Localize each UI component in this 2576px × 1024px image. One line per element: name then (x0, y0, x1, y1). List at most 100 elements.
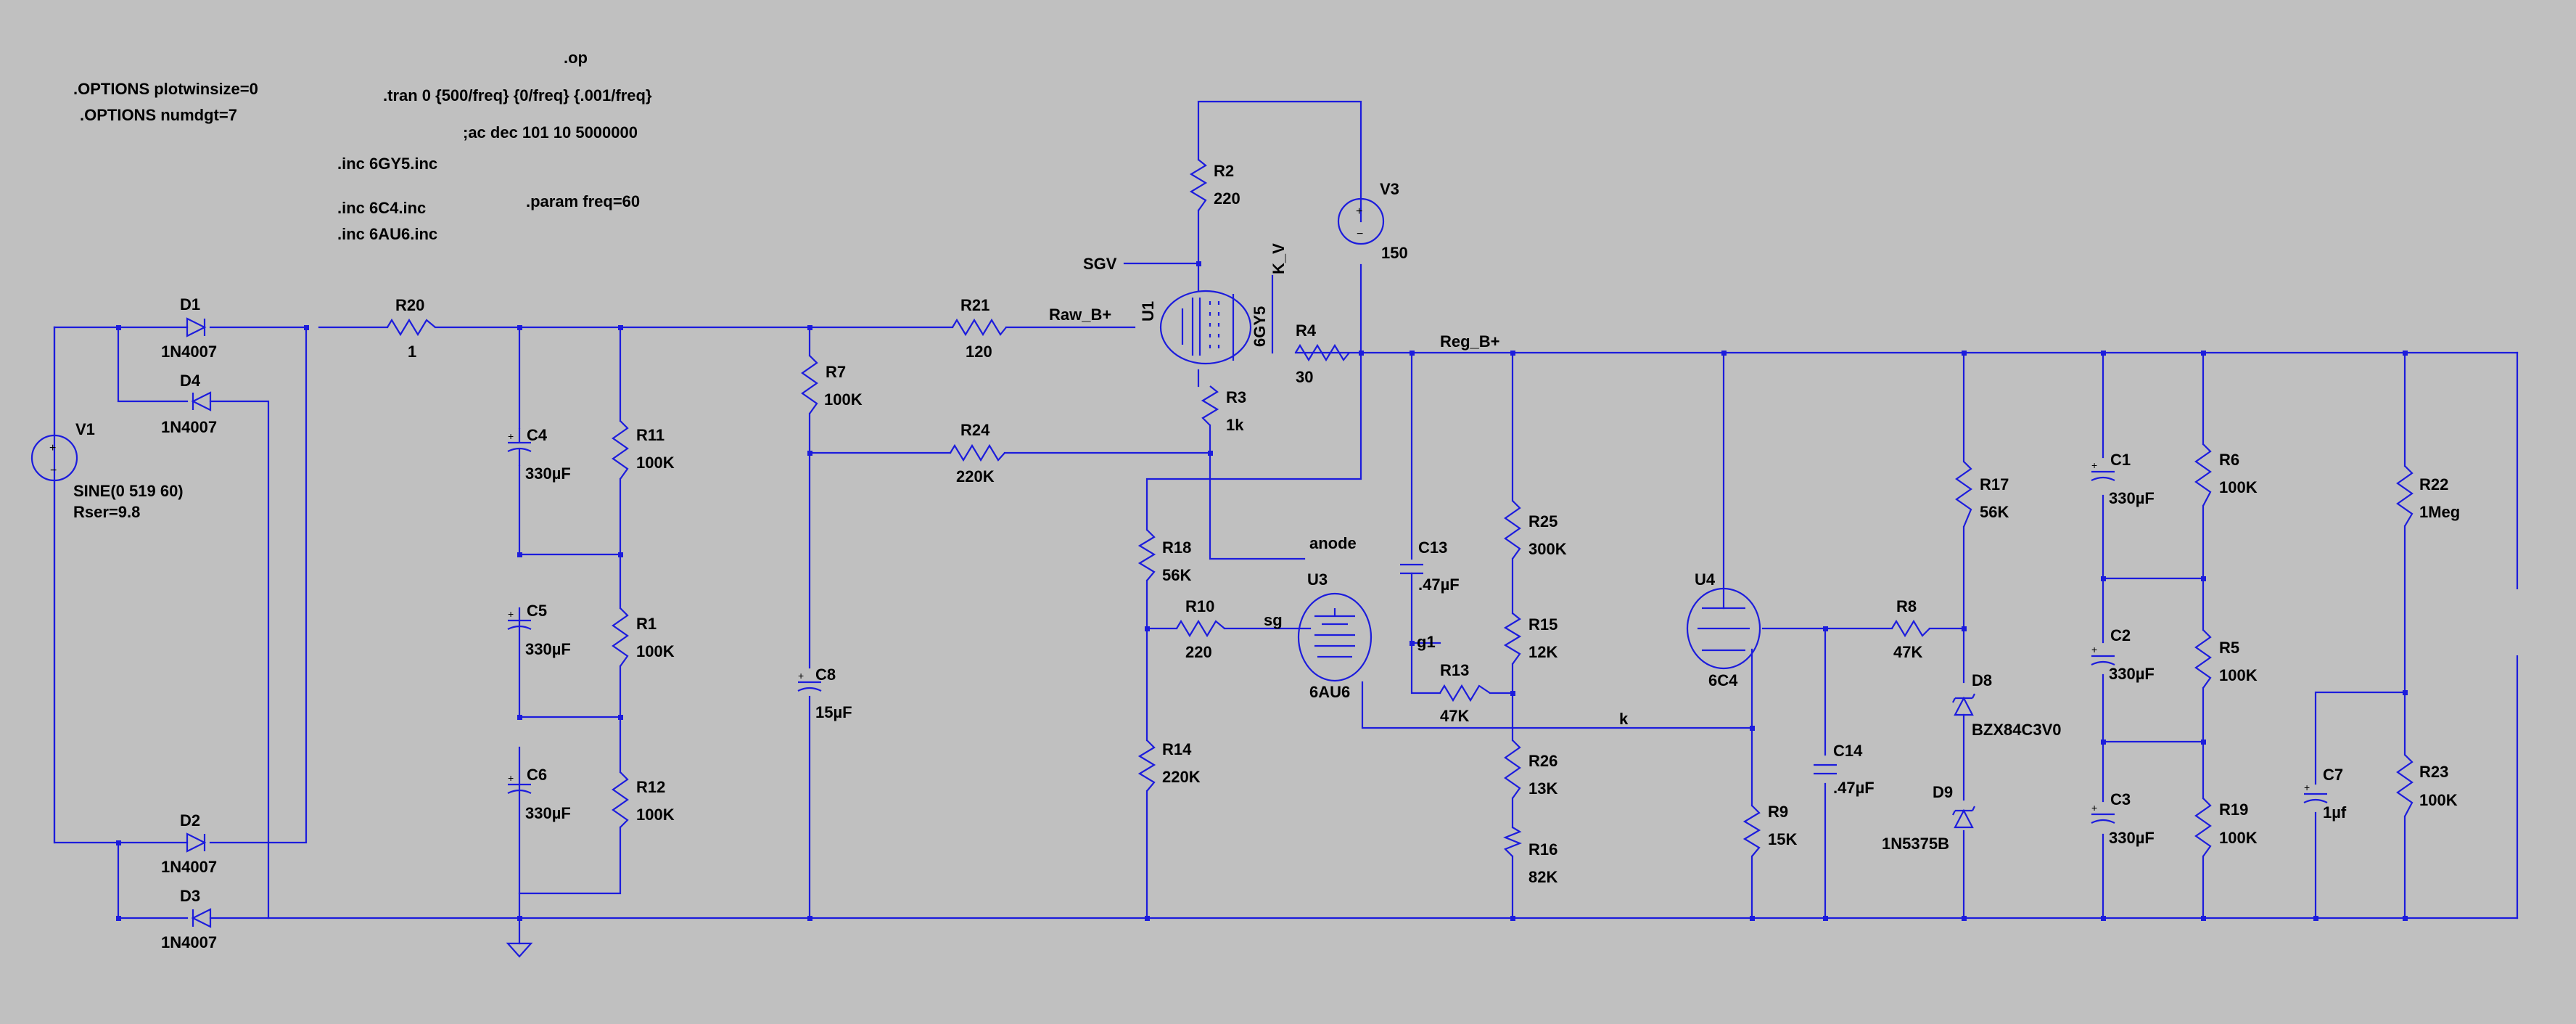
net-Reg_B+: Reg_B+ (1440, 332, 1500, 351)
ref-R1: R1 (636, 615, 657, 633)
val-R10: 220 (1185, 643, 1212, 661)
vacuum-tubes (1159, 290, 1761, 682)
val-R22: 1Meg (2419, 503, 2460, 521)
svg-text:+: + (1356, 205, 1362, 218)
ref-R24: R24 (960, 421, 990, 439)
val-D1: 1N4007 (161, 343, 217, 361)
svg-text:+: + (508, 430, 514, 442)
ref-R11: R11 (636, 426, 664, 444)
resistor-R17 (1955, 461, 1972, 528)
val-R12: 100K (636, 806, 675, 824)
ref-D4: D4 (180, 372, 201, 390)
resistor-R24 (950, 443, 1005, 462)
ref-V3: V3 (1380, 180, 1399, 198)
val-R8: 47K (1893, 643, 1922, 661)
ref-R17: R17 (1980, 475, 2009, 493)
resistor-R11 (612, 420, 629, 480)
ref-C1: C1 (2110, 451, 2131, 469)
capacitor-C4 (507, 428, 532, 466)
capacitor-C14 (1814, 763, 1837, 775)
ref-V1: V1 (75, 420, 95, 438)
net-k: k (1619, 710, 1629, 728)
capacitor-C3 (2091, 813, 2115, 824)
ref-D8: D8 (1972, 671, 1992, 689)
val-U4: 6C4 (1708, 671, 1738, 689)
capacitor-C13 (1400, 563, 1423, 575)
open-gap (2510, 589, 2526, 655)
val-R3: 1k (1226, 416, 1244, 434)
val-R7: 100K (824, 390, 863, 409)
ref-C8: C8 (815, 665, 836, 684)
ref-R9: R9 (1768, 803, 1788, 821)
val-R14: 220K (1162, 768, 1201, 786)
capacitor-C2 (2091, 655, 2115, 665)
capacitor-C5 (507, 619, 532, 630)
ref-C6: C6 (527, 766, 547, 784)
voltage-source-V1: + − (30, 434, 78, 482)
ref-C5: C5 (527, 602, 547, 620)
diode-D3 (191, 908, 212, 928)
directive-numdgt: .OPTIONS numdgt=7 (80, 106, 237, 124)
ref-R22: R22 (2419, 475, 2448, 493)
resistor-R8 (1891, 619, 1930, 638)
val-R21: 120 (966, 343, 992, 361)
capacitor-C6 (507, 783, 532, 794)
resistor-R6 (2194, 443, 2212, 507)
ref-R7: R7 (826, 363, 846, 381)
resistor-R1 (612, 607, 629, 667)
ref-R4: R4 (1296, 321, 1317, 340)
directive-tran: .tran 0 {500/freq} {0/freq} {.001/freq} (383, 86, 652, 105)
voltage-source-V3: + − (1337, 197, 1385, 245)
directive-inc-6gy5: .inc 6GY5.inc (337, 155, 437, 173)
val-C5: 330µF (525, 640, 571, 658)
ref-R14: R14 (1162, 740, 1192, 758)
val-R13: 47K (1440, 707, 1469, 725)
svg-text:+: + (49, 442, 56, 454)
val-R19: 100K (2219, 829, 2258, 847)
ref-R8: R8 (1896, 597, 1917, 615)
val-V1: SINE(0 519 60) (73, 482, 184, 500)
val-R23: 100K (2419, 791, 2458, 809)
ref-R5: R5 (2219, 639, 2239, 657)
ref-R16: R16 (1528, 840, 1557, 859)
resistor-R15 (1503, 613, 1522, 665)
directive-inc-6au6: .inc 6AU6.inc (337, 225, 437, 243)
resistor-R18 (1137, 529, 1156, 581)
directive-inc-6c4: .inc 6C4.inc (337, 199, 426, 217)
resistor-R10 (1176, 619, 1225, 638)
val-R24: 220K (956, 467, 995, 486)
zener-D8 (1952, 693, 1975, 716)
val-C7: 1µf (2323, 803, 2347, 822)
ref-C2: C2 (2110, 626, 2131, 644)
ref-C4: C4 (527, 426, 548, 444)
diode-D2 (186, 832, 207, 853)
tube-U1 (1159, 290, 1252, 365)
ref-C14: C14 (1833, 742, 1863, 760)
val-U1: 6GY5 (1251, 306, 1269, 347)
ref-R13: R13 (1440, 661, 1469, 679)
val-R9: 15K (1768, 830, 1797, 848)
val-C8: 15µF (815, 703, 852, 721)
val-C4: 330µF (525, 464, 571, 483)
capacitor-C7 (2303, 792, 2328, 803)
resistor-R2 (1189, 159, 1208, 211)
val-R18: 56K (1162, 566, 1191, 584)
resistor-R5 (2194, 629, 2212, 689)
resistor-R7 (801, 355, 818, 414)
ref-U1: U1 (1139, 301, 1157, 321)
val-C2: 330µF (2109, 665, 2155, 683)
extra-V1: Rser=9.8 (73, 503, 140, 521)
capacitors: ++++ ++++ (507, 428, 2328, 824)
net-Raw_B+: Raw_B+ (1049, 306, 1111, 324)
ref-D3: D3 (180, 887, 200, 905)
ref-C3: C3 (2110, 790, 2131, 808)
directive-ac: ;ac dec 101 10 5000000 (463, 123, 638, 142)
resistor-R12 (612, 771, 629, 828)
ref-U4: U4 (1695, 570, 1716, 589)
val-D9: 1N5375B (1882, 835, 1949, 853)
val-R25: 300K (1528, 540, 1567, 558)
val-C14: .47µF (1833, 779, 1875, 797)
ref-D1: D1 (180, 295, 200, 314)
net-anode: anode (1309, 534, 1357, 552)
ref-R19: R19 (2219, 800, 2248, 819)
